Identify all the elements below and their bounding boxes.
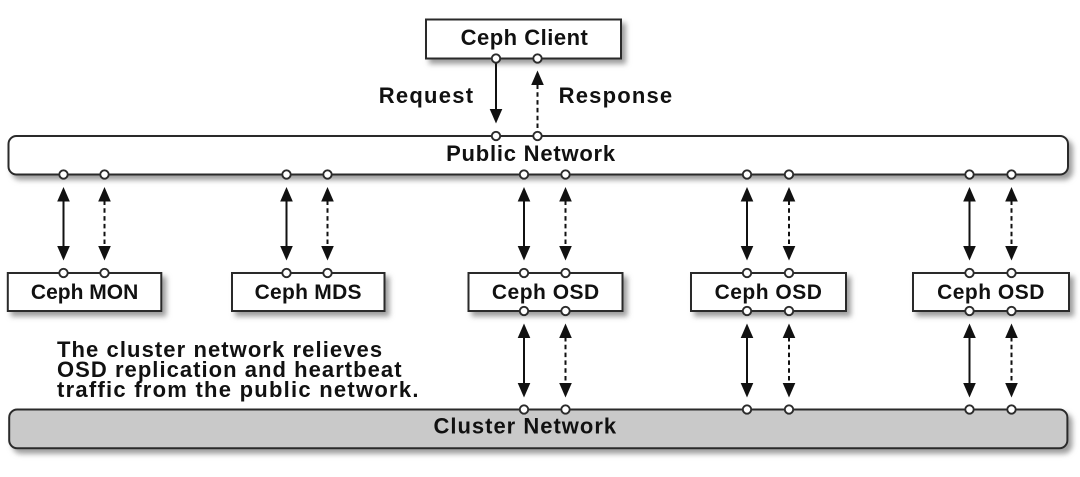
svg-text:Ceph Client: Ceph Client [461,25,589,50]
svg-text:Public Network: Public Network [446,141,616,166]
svg-text:Ceph MDS: Ceph MDS [255,281,362,304]
svg-text:Ceph OSD: Ceph OSD [492,281,600,304]
svg-text:OSD replication and heartbeat: OSD replication and heartbeat [57,357,403,382]
svg-text:traffic from the public networ: traffic from the public network. [57,377,420,402]
svg-text:Cluster Network: Cluster Network [433,414,617,439]
svg-text:Ceph MON: Ceph MON [31,281,138,304]
svg-text:Ceph OSD: Ceph OSD [937,281,1045,304]
svg-text:Request: Request [379,83,475,108]
svg-text:Ceph OSD: Ceph OSD [715,281,823,304]
svg-text:Response: Response [559,83,674,108]
svg-text:The cluster network relieves: The cluster network relieves [57,337,383,362]
